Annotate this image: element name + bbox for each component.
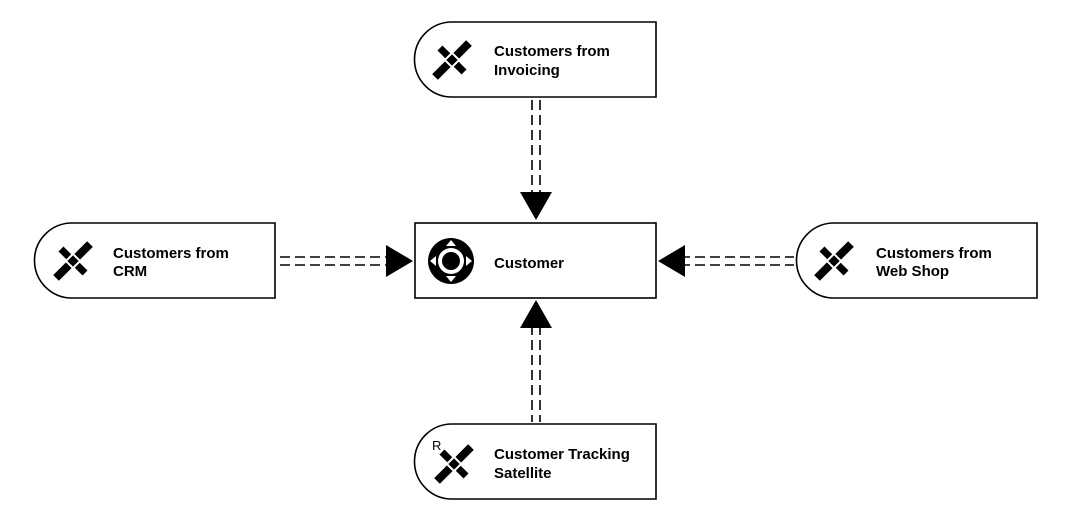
hub-icon bbox=[428, 238, 474, 284]
satellite-icon bbox=[53, 241, 93, 281]
node-tracking[interactable]: R Customer Tracking Satellite bbox=[413, 423, 657, 500]
satellite-icon bbox=[434, 444, 474, 484]
node-tracking-box bbox=[413, 423, 657, 500]
node-invoicing-box bbox=[413, 21, 657, 98]
arrowhead-up bbox=[520, 300, 552, 328]
node-tracking-label-line2: Satellite bbox=[494, 465, 552, 482]
arrowhead-left bbox=[658, 245, 685, 277]
satellite-icon bbox=[814, 241, 854, 281]
arrowhead-right bbox=[386, 245, 413, 277]
node-tracking-badge: R bbox=[432, 438, 441, 453]
edge-invoicing-to-customer bbox=[520, 100, 552, 220]
node-tracking-label-line1: Customer Tracking bbox=[494, 446, 630, 463]
node-invoicing-label-line2: Invoicing bbox=[494, 62, 560, 79]
node-customer[interactable]: Customer bbox=[414, 222, 657, 299]
node-customer-label: Customer bbox=[494, 255, 564, 272]
node-invoicing[interactable]: Customers from Invoicing bbox=[413, 21, 657, 98]
edge-webshop-to-customer bbox=[658, 245, 794, 277]
satellite-icon bbox=[432, 40, 472, 80]
edge-crm-to-customer bbox=[280, 245, 413, 277]
node-webshop-label-line2: Web Shop bbox=[876, 263, 949, 280]
node-webshop-label-line1: Customers from bbox=[876, 245, 992, 262]
node-crm[interactable]: Customers from CRM bbox=[33, 222, 276, 299]
arrowhead-down bbox=[520, 192, 552, 220]
node-crm-box bbox=[33, 222, 276, 299]
node-crm-label-line1: Customers from bbox=[113, 245, 229, 262]
node-crm-label-line2: CRM bbox=[113, 263, 147, 280]
edge-tracking-to-customer bbox=[520, 300, 552, 422]
node-webshop[interactable]: Customers from Web Shop bbox=[795, 222, 1038, 299]
node-invoicing-label-line1: Customers from bbox=[494, 43, 610, 60]
node-webshop-box bbox=[795, 222, 1038, 299]
